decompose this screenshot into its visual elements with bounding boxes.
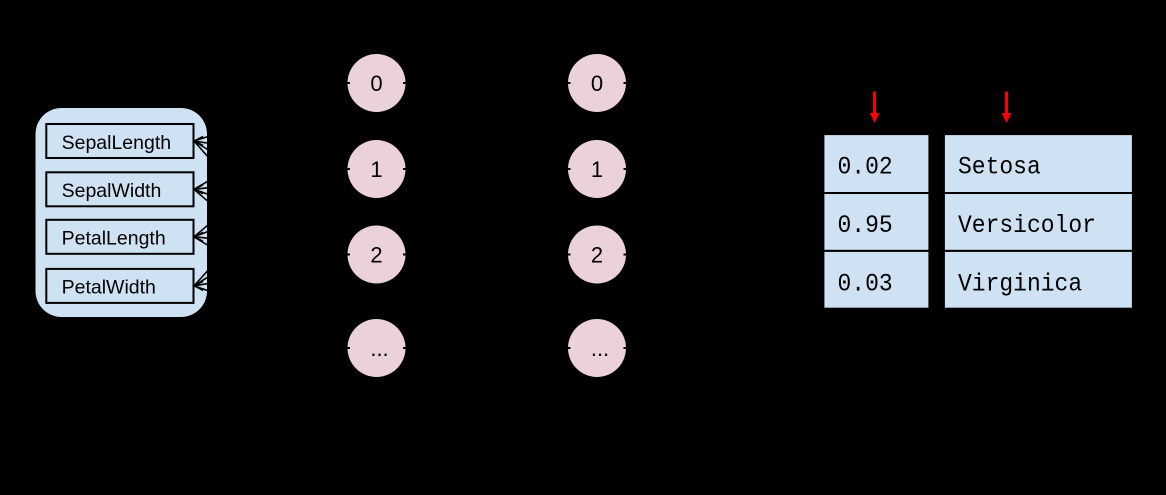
svg-text:Virginica: Virginica [958, 271, 1082, 299]
svg-text:Versicolor: Versicolor [958, 212, 1096, 240]
svg-text:SepalWidth: SepalWidth [62, 180, 162, 202]
svg-text:1: 1 [591, 157, 603, 182]
svg-text:...: ... [370, 336, 388, 361]
svg-text:0.02: 0.02 [838, 154, 893, 182]
svg-text:0.03: 0.03 [838, 271, 893, 299]
svg-text:0: 0 [370, 71, 382, 96]
svg-text:2: 2 [591, 243, 603, 268]
svg-text:0.95: 0.95 [838, 212, 893, 240]
svg-text:PetalLength: PetalLength [62, 228, 166, 250]
svg-text:Setosa: Setosa [958, 154, 1041, 182]
svg-text:...: ... [591, 336, 609, 361]
svg-text:PetalWidth: PetalWidth [62, 277, 156, 299]
svg-text:0: 0 [591, 71, 603, 96]
svg-text:2: 2 [370, 243, 382, 268]
svg-text:1: 1 [370, 157, 382, 182]
svg-text:SepalLength: SepalLength [62, 132, 172, 154]
